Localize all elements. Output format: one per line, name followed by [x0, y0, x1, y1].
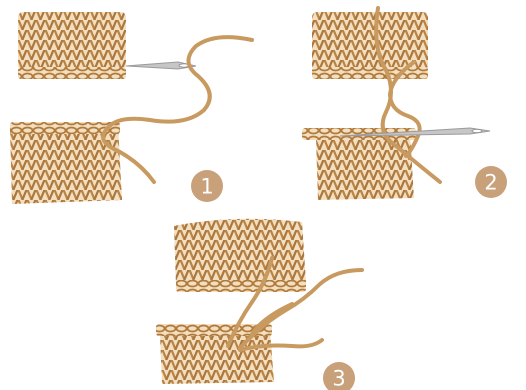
step-1-panel: 1: [10, 12, 252, 204]
cast-off-edge-upper: [312, 67, 428, 79]
cast-off-edge-upper: [18, 67, 126, 79]
knit-swatch-upper: [18, 12, 126, 70]
knit-swatch-lower: [160, 330, 274, 384]
step-2-number: 2: [484, 171, 497, 195]
knit-swatch-upper: [312, 12, 428, 70]
step-1-number: 1: [200, 175, 213, 199]
cast-off-edge-upper: [176, 280, 306, 292]
knit-swatch-upper: [174, 219, 306, 286]
knit-swatch-lower: [316, 134, 414, 200]
step-3-number: 3: [332, 367, 345, 390]
step-2-panel: 2: [302, 8, 507, 200]
needle-eye: [472, 129, 482, 132]
step-3-panel: 3: [156, 219, 362, 390]
